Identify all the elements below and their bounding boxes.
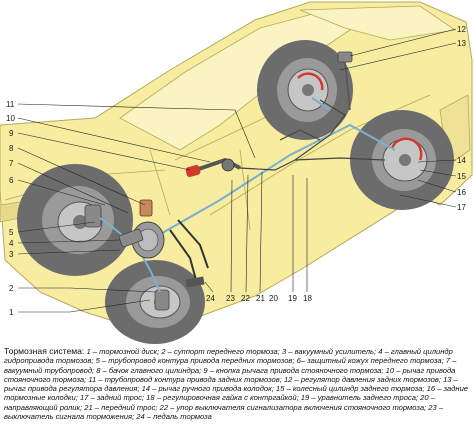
callout-19: 19 xyxy=(288,294,297,303)
callout-2: 2 xyxy=(9,284,14,293)
callout-16: 16 xyxy=(457,188,466,197)
callout-4: 4 xyxy=(9,239,14,248)
callout-14: 14 xyxy=(457,156,466,165)
rear-right-wheel xyxy=(350,110,454,210)
callout-23: 23 xyxy=(226,294,235,303)
callout-13: 13 xyxy=(457,39,466,48)
callout-17: 17 xyxy=(457,203,466,212)
vacuum-booster xyxy=(118,199,165,259)
front-left-wheel xyxy=(17,164,133,276)
brake-pedal xyxy=(169,219,209,288)
callout-18: 18 xyxy=(303,294,312,303)
callout-21: 21 xyxy=(256,294,265,303)
brake-system-diagram: 1 2 3 4 5 6 7 8 9 10 11 12 13 14 15 16 1… xyxy=(0,1,473,344)
callout-10: 10 xyxy=(6,114,15,123)
callout-20: 20 xyxy=(269,294,278,303)
callout-11: 11 xyxy=(6,100,15,109)
brake-pipes xyxy=(99,97,396,293)
leader-lines xyxy=(17,28,457,313)
diagram-caption: Тормозная система: 1 – тормозной диск; 2… xyxy=(4,347,470,427)
callout-15: 15 xyxy=(457,172,466,181)
brake-cables xyxy=(239,99,386,171)
caption-title: Тормозная система: xyxy=(4,347,85,356)
callout-1: 1 xyxy=(9,308,14,317)
callout-8: 8 xyxy=(9,144,14,153)
callout-9: 9 xyxy=(9,129,14,138)
callout-24: 24 xyxy=(206,294,215,303)
callout-3: 3 xyxy=(9,250,14,259)
rear-left-wheel xyxy=(257,40,353,140)
callout-6: 6 xyxy=(9,176,14,185)
callout-5: 5 xyxy=(9,228,14,237)
front-caliper xyxy=(84,204,170,311)
caption-text: 1 – тормозной диск; 2 – суппорт переднег… xyxy=(4,347,469,422)
parking-brake-lever xyxy=(185,157,241,177)
callout-22: 22 xyxy=(241,294,250,303)
pressure-regulator xyxy=(337,51,353,111)
callout-12: 12 xyxy=(457,25,466,34)
callout-7: 7 xyxy=(9,159,14,168)
